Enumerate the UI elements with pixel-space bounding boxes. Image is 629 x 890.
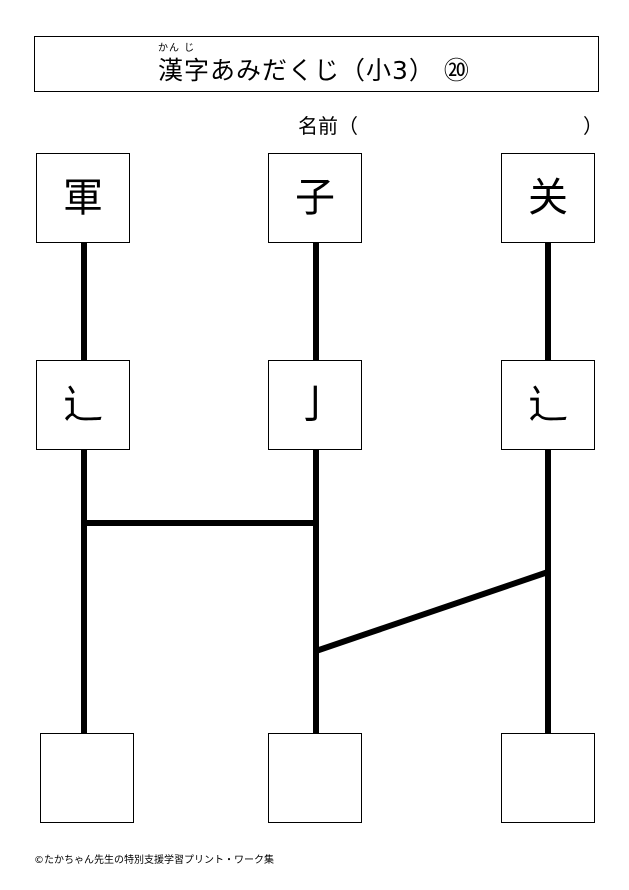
answer-box-1[interactable] xyxy=(40,733,134,823)
middle-box-1: 辶 xyxy=(36,360,130,450)
top-box-3: 关 xyxy=(501,153,595,243)
footer-credit: ©たかちゃん先生の特別支援学習プリント・ワーク集 xyxy=(34,855,274,866)
top-box-1: 軍 xyxy=(36,153,130,243)
title-box: かん じ 漢字あみだくじ（小3） ⑳ xyxy=(34,36,599,92)
title-furigana: かん じ xyxy=(158,43,196,54)
top-box-2: 子 xyxy=(268,153,362,243)
rung-2-3 xyxy=(315,569,549,654)
middle-box-3: 辶 xyxy=(501,360,595,450)
middle-box-2: 亅 xyxy=(268,360,362,450)
name-field-label: 名前（ xyxy=(298,114,358,138)
answer-box-3[interactable] xyxy=(501,733,595,823)
answer-box-2[interactable] xyxy=(268,733,362,823)
name-field-close: ） xyxy=(583,114,603,138)
page-title: 漢字あみだくじ（小3） ⑳ xyxy=(158,56,470,85)
